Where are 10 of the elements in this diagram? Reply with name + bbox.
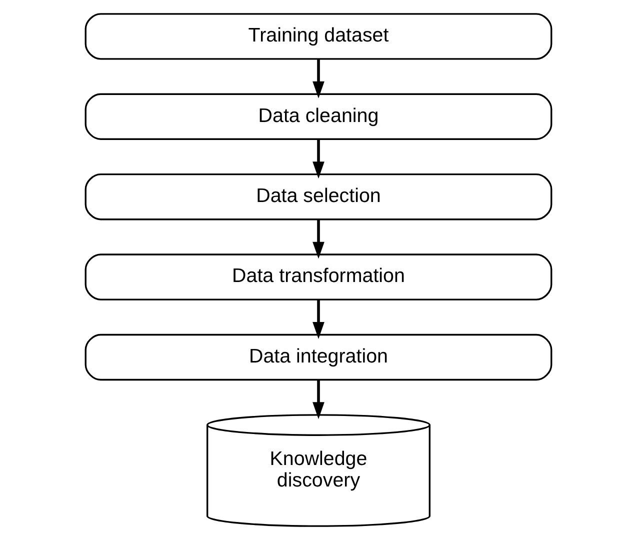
arrow xyxy=(312,219,324,259)
node-box: Training dataset xyxy=(84,13,552,60)
node-box: Data integration xyxy=(84,334,552,381)
node-box: Data selection xyxy=(84,173,552,220)
arrow xyxy=(312,300,324,339)
node-box: Data transformation xyxy=(84,254,552,300)
arrow xyxy=(312,58,324,98)
node-box: Data cleaning xyxy=(84,93,552,140)
arrow xyxy=(312,380,324,420)
arrow xyxy=(312,139,324,179)
